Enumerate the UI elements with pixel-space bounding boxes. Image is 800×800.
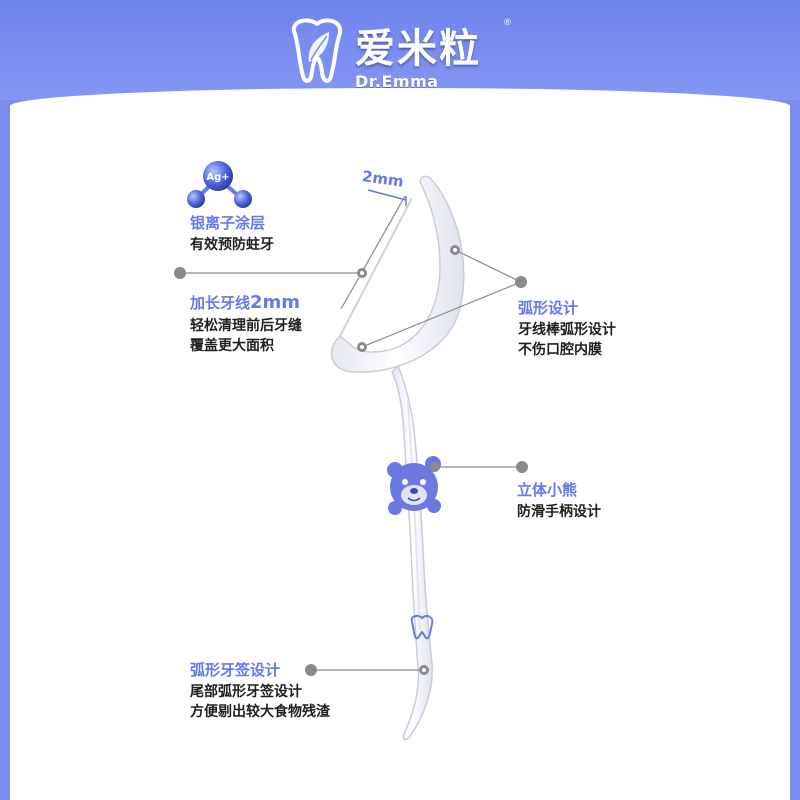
feature-desc: 方便剔出较大食物残渣	[190, 704, 330, 721]
feature-desc: 尾部弧形牙签设计	[190, 683, 302, 700]
feature-desc: 不伤口腔内膜	[518, 342, 602, 359]
feature-title: 弧形设计	[518, 299, 579, 317]
feature-title: 银离子涂层	[190, 214, 266, 232]
bear-grip-icon	[387, 456, 441, 515]
floss-pick-handle	[391, 364, 433, 741]
feature-title: 弧形牙签设计	[190, 661, 281, 679]
feature-extended-floss: 加长牙线2mm 轻松清理前后牙缝 覆盖更大面积	[190, 290, 302, 357]
floss-line	[339, 197, 413, 337]
feature-desc: 覆盖更大面积	[190, 338, 274, 355]
feature-3d-bear: 立体小熊 防滑手柄设计	[517, 480, 601, 522]
registered-mark: ®	[503, 18, 512, 28]
feature-silver-ion: 银离子涂层 有效预防蛀牙	[190, 213, 274, 255]
feature-title: 立体小熊	[517, 481, 578, 499]
feature-arc-toothpick: 弧形牙签设计 尾部弧形牙签设计 方便剔出较大食物残渣	[190, 660, 330, 722]
brand-name-en: Dr.Emma	[355, 72, 439, 91]
tooth-mark-icon	[410, 614, 434, 640]
tooth-leaf-icon	[291, 18, 343, 83]
feature-arc-design: 弧形设计 牙线棒弧形设计 不伤口腔内膜	[518, 298, 616, 360]
brand-logo: 爱米粒 ® Dr.Emma	[285, 16, 525, 96]
dimension-bracket	[367, 189, 407, 206]
feature-desc: 轻松清理前后牙缝	[190, 318, 302, 335]
ag-ion-text: Ag+	[206, 172, 229, 183]
leader-lines	[180, 195, 522, 671]
brand-name-cn: 爱米粒	[355, 26, 481, 72]
feature-title-emphasis: 2mm	[250, 292, 301, 313]
leader-dots	[174, 245, 528, 676]
floss-pick-head	[330, 175, 465, 373]
feature-desc: 防滑手柄设计	[517, 503, 601, 520]
feature-title: 加长牙线2mm	[190, 290, 302, 316]
header-banner: 爱米粒 ® Dr.Emma	[0, 0, 800, 100]
feature-desc: 牙线棒弧形设计	[518, 321, 616, 338]
feature-title-prefix: 加长牙线	[190, 294, 251, 312]
feature-desc: 有效预防蛀牙	[190, 236, 274, 253]
silver-ion-molecule-icon: Ag+	[187, 161, 252, 208]
product-card	[10, 88, 790, 800]
